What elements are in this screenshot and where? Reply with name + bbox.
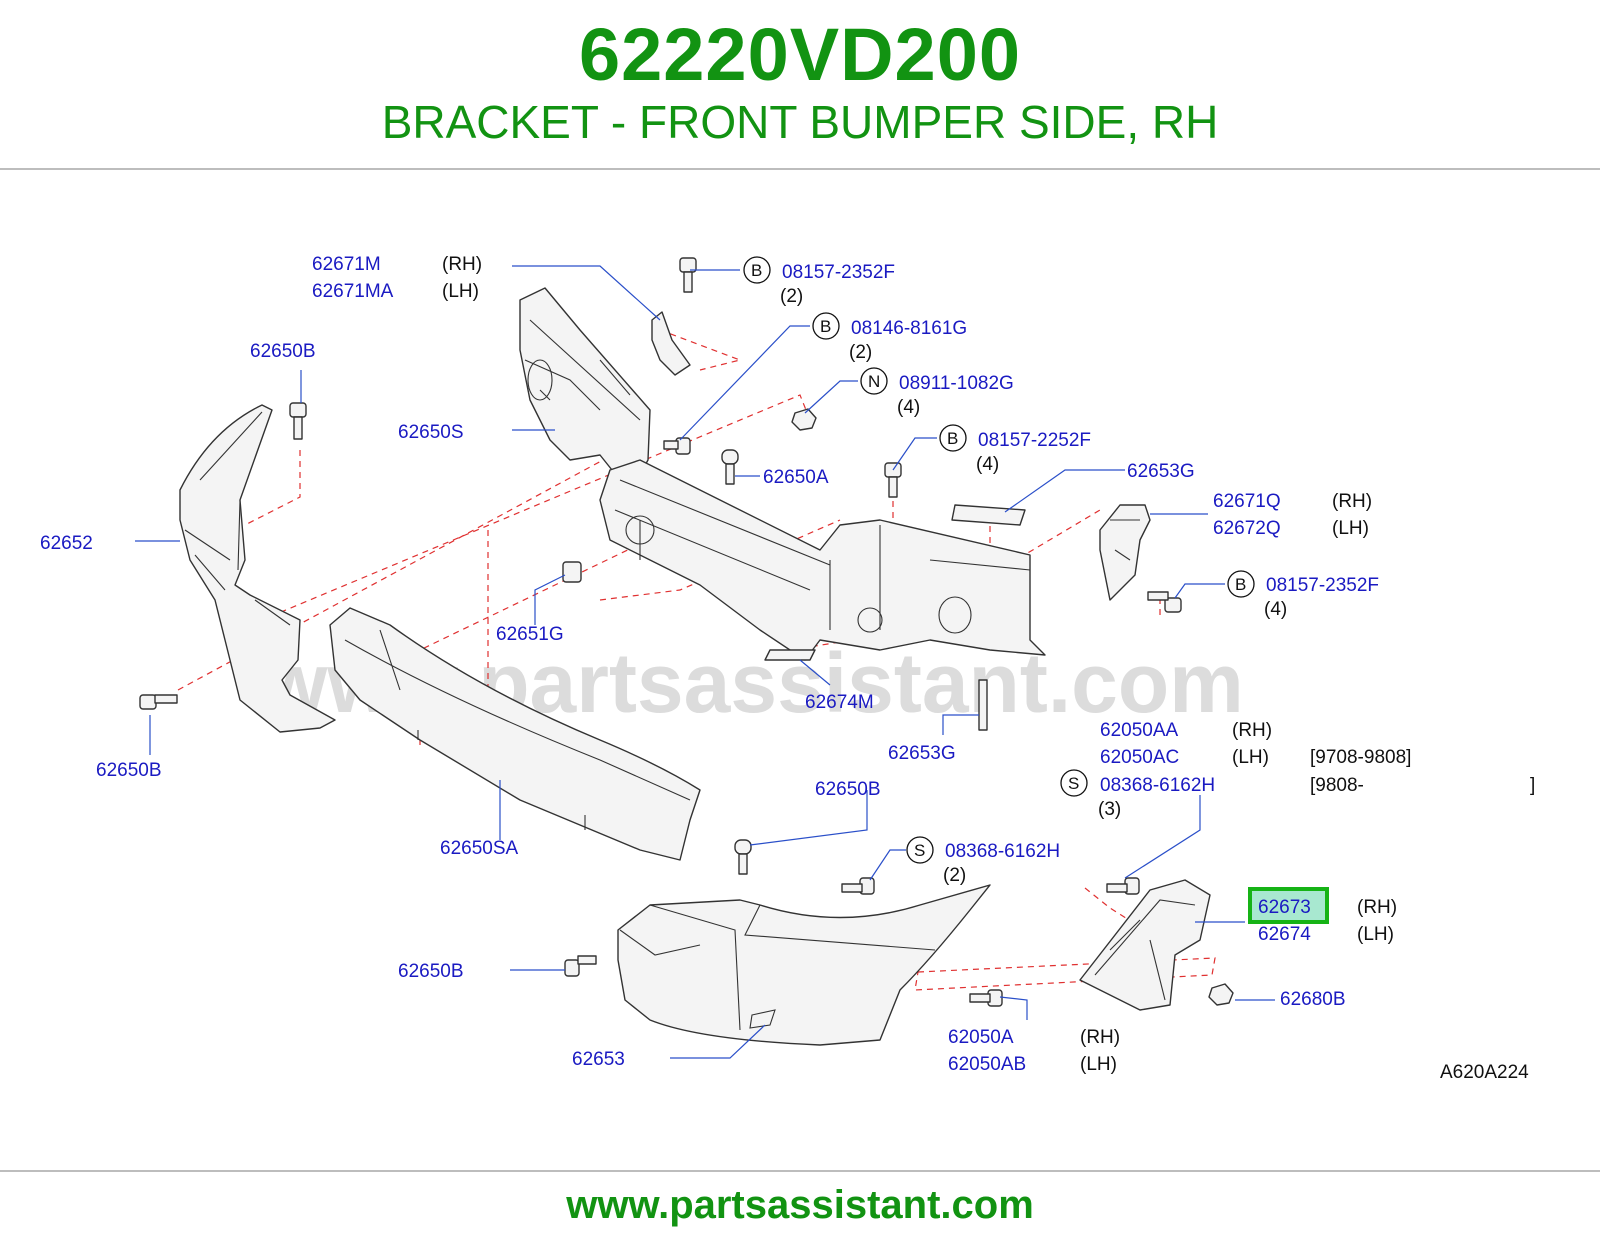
part-description: BRACKET - FRONT BUMPER SIDE, RH: [381, 96, 1219, 148]
highlighted-part-box: [1248, 887, 1329, 924]
svg-text:(RH): (RH): [1357, 897, 1397, 918]
seal-strip-lower: [978, 679, 988, 731]
header-divider: [0, 168, 1600, 170]
fasteners: [139, 257, 1234, 1007]
label-08157-2252f[interactable]: 08157-2252F: [978, 430, 1091, 451]
bolt-icon: [564, 955, 597, 977]
label-62050a[interactable]: 62050A: [948, 1027, 1014, 1048]
clip-icon: [562, 561, 582, 583]
bolt-icon: [841, 877, 875, 895]
label-62671q[interactable]: 62671Q: [1213, 491, 1281, 512]
svg-text:(2): (2): [849, 342, 872, 363]
energy-absorber-part: [329, 607, 701, 861]
bumper-side-lh-part: [179, 404, 336, 733]
label-62651g[interactable]: 62651G: [496, 624, 564, 645]
svg-text:(LH): (LH): [442, 281, 479, 302]
label-62672q[interactable]: 62672Q: [1213, 518, 1281, 539]
bumper-fascia-part: [617, 884, 991, 1046]
label-62650sa[interactable]: 62650SA: [440, 838, 519, 859]
svg-text:(RH): (RH): [442, 254, 482, 275]
label-62050aa[interactable]: 62050AA: [1100, 720, 1179, 741]
side-bracket-part: [1099, 504, 1151, 601]
bolt-icon: [139, 694, 178, 710]
page-header: 62220VD200 BRACKET - FRONT BUMPER SIDE, …: [0, 0, 1600, 168]
svg-text:(4): (4): [1264, 599, 1287, 620]
svg-text:(RH): (RH): [1080, 1027, 1120, 1048]
diagram-code: A620A224: [1440, 1062, 1529, 1083]
label-08911-1082g[interactable]: 08911-1082G: [899, 373, 1014, 394]
seal-62674m-part: [764, 649, 816, 661]
svg-text:(LH): (LH): [1332, 518, 1369, 539]
svg-text:]: ]: [1530, 775, 1535, 796]
label-62050ab[interactable]: 62050AB: [948, 1054, 1026, 1075]
label-62650b[interactable]: 62650B: [250, 341, 316, 362]
svg-text:S: S: [1068, 774, 1079, 793]
label-62650b[interactable]: 62650B: [96, 760, 162, 781]
nut-icon: [791, 408, 817, 431]
svg-text:(4): (4): [976, 454, 999, 475]
footer-divider: [0, 1170, 1600, 1172]
bumper-side-bracket-rh-part: [1079, 879, 1211, 1011]
label-62674m[interactable]: 62674M: [805, 692, 874, 713]
svg-text:N: N: [868, 372, 880, 391]
bolt-icon: [663, 437, 691, 455]
svg-text:(RH): (RH): [1232, 720, 1272, 741]
svg-text:B: B: [820, 317, 831, 336]
svg-text:(LH): (LH): [1232, 747, 1269, 768]
label-08157-2352f[interactable]: 08157-2352F: [1266, 575, 1379, 596]
label-62650b[interactable]: 62650B: [815, 779, 881, 800]
label-08368-6162h[interactable]: 08368-6162H: [945, 841, 1060, 862]
bolt-icon: [721, 449, 739, 485]
svg-text:(LH): (LH): [1357, 924, 1394, 945]
svg-text:(3): (3): [1098, 799, 1121, 820]
part-labels[interactable]: 62671M (RH) 62671MA (LH) 08157-2352F (2)…: [40, 254, 1535, 1083]
bolt-icon: [969, 989, 1003, 1007]
upper-stay-part: [519, 287, 651, 479]
label-62680b[interactable]: 62680B: [1280, 989, 1346, 1010]
label-08157-2352f[interactable]: 08157-2352F: [782, 262, 895, 283]
label-08368-6162h[interactable]: 08368-6162H: [1100, 775, 1215, 796]
svg-text:(LH): (LH): [1080, 1054, 1117, 1075]
parts-diagram: www.partsassistant.com: [40, 254, 1535, 1083]
bolt-icon: [734, 839, 752, 875]
leader-lines: [135, 265, 1275, 1059]
svg-text:(RH): (RH): [1332, 491, 1372, 512]
svg-text:(2): (2): [780, 286, 803, 307]
svg-text:(4): (4): [897, 397, 920, 418]
svg-text:S: S: [914, 841, 925, 860]
label-62653g[interactable]: 62653G: [1127, 461, 1195, 482]
bumper-reinforcement-part: [599, 459, 1046, 661]
label-62650a[interactable]: 62650A: [763, 467, 829, 488]
part-number-title: 62220VD200: [578, 13, 1022, 96]
bolt-icon: [289, 402, 307, 440]
nut-icon: [1208, 983, 1234, 1006]
label-62650s[interactable]: 62650S: [398, 422, 464, 443]
svg-text:B: B: [751, 261, 762, 280]
svg-text:[9808-: [9808-: [1310, 775, 1364, 796]
svg-text:(2): (2): [943, 865, 966, 886]
label-62652[interactable]: 62652: [40, 533, 93, 554]
footer-website-link[interactable]: www.partsassistant.com: [566, 1183, 1034, 1227]
label-62653g[interactable]: 62653G: [888, 743, 956, 764]
svg-text:[9708-9808]: [9708-9808]: [1310, 747, 1411, 768]
label-62674[interactable]: 62674: [1258, 924, 1311, 945]
bolt-icon: [679, 257, 697, 293]
label-62050ac[interactable]: 62050AC: [1100, 747, 1179, 768]
label-62671m[interactable]: 62671M: [312, 254, 381, 275]
svg-text:B: B: [947, 429, 958, 448]
label-62650b[interactable]: 62650B: [398, 961, 464, 982]
label-62671ma[interactable]: 62671MA: [312, 281, 394, 302]
label-62673-highlighted[interactable]: 62673: [1258, 897, 1311, 918]
bolt-icon: [1106, 877, 1140, 895]
bolt-icon: [884, 462, 902, 498]
seal-strip-upper: [951, 504, 1026, 526]
label-62653[interactable]: 62653: [572, 1049, 625, 1070]
upper-bracket-part: [651, 311, 691, 376]
bolt-icon: [1147, 591, 1182, 613]
svg-text:B: B: [1235, 575, 1246, 594]
label-08146-8161g[interactable]: 08146-8161G: [851, 318, 967, 339]
circle-codes: B B N B B S S: [743, 256, 1255, 864]
